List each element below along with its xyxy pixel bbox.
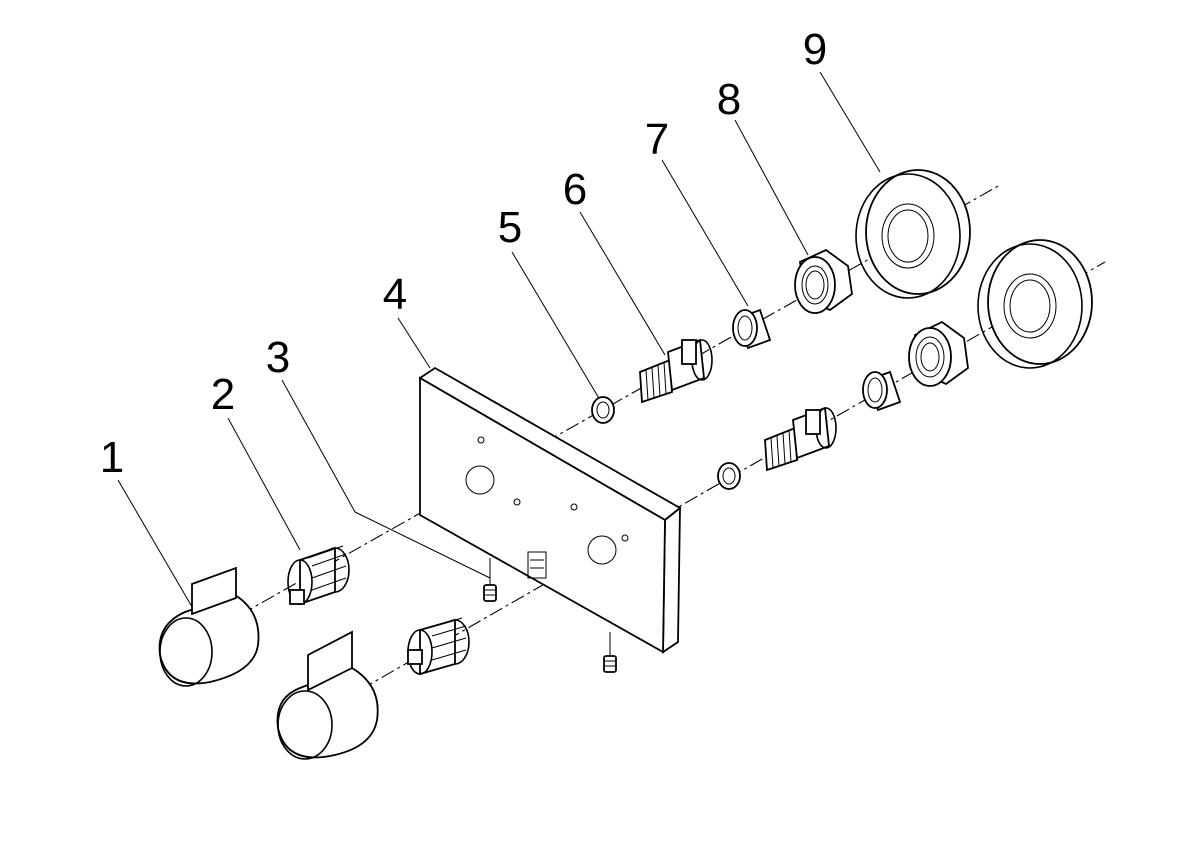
leader-3b	[354, 511, 491, 579]
handles	[158, 566, 379, 760]
cartridges	[639, 338, 837, 472]
cartridge-upper	[639, 338, 713, 404]
callout-3: 3	[265, 333, 291, 382]
o-rings	[591, 396, 741, 490]
leader-7	[661, 159, 749, 307]
rosettes	[855, 169, 1093, 369]
callout-2: 2	[210, 370, 236, 419]
adapter-lower	[407, 617, 470, 676]
leader-6	[579, 211, 666, 356]
handle-upper	[158, 566, 260, 687]
leader-5	[511, 251, 601, 401]
rosette-upper	[855, 169, 971, 299]
leader-3	[281, 379, 356, 513]
cartridge-lower	[764, 406, 837, 472]
rosette-lower	[977, 239, 1093, 369]
adapters	[287, 545, 470, 676]
callout-8: 8	[716, 75, 742, 124]
leader-lines	[117, 71, 881, 613]
callout-4: 4	[382, 270, 408, 319]
callout-1: 1	[99, 433, 125, 482]
adapter-upper	[287, 545, 350, 606]
callout-9: 9	[802, 25, 828, 74]
sleeves	[732, 308, 902, 412]
nuts	[794, 248, 969, 387]
leader-9	[819, 71, 881, 173]
callout-6: 6	[562, 165, 588, 214]
cover-plate	[418, 366, 682, 654]
leader-4	[397, 317, 431, 369]
nut-lower	[908, 320, 969, 387]
sleeve-upper	[732, 308, 772, 350]
sleeve-lower	[862, 370, 902, 412]
callout-5: 5	[497, 203, 523, 252]
callout-7: 7	[644, 115, 670, 164]
leader-8	[734, 119, 809, 256]
grub-screws	[483, 558, 617, 673]
leader-2	[227, 417, 301, 551]
leader-1	[117, 479, 196, 613]
nut-upper	[794, 248, 853, 314]
handle-lower	[276, 630, 379, 760]
